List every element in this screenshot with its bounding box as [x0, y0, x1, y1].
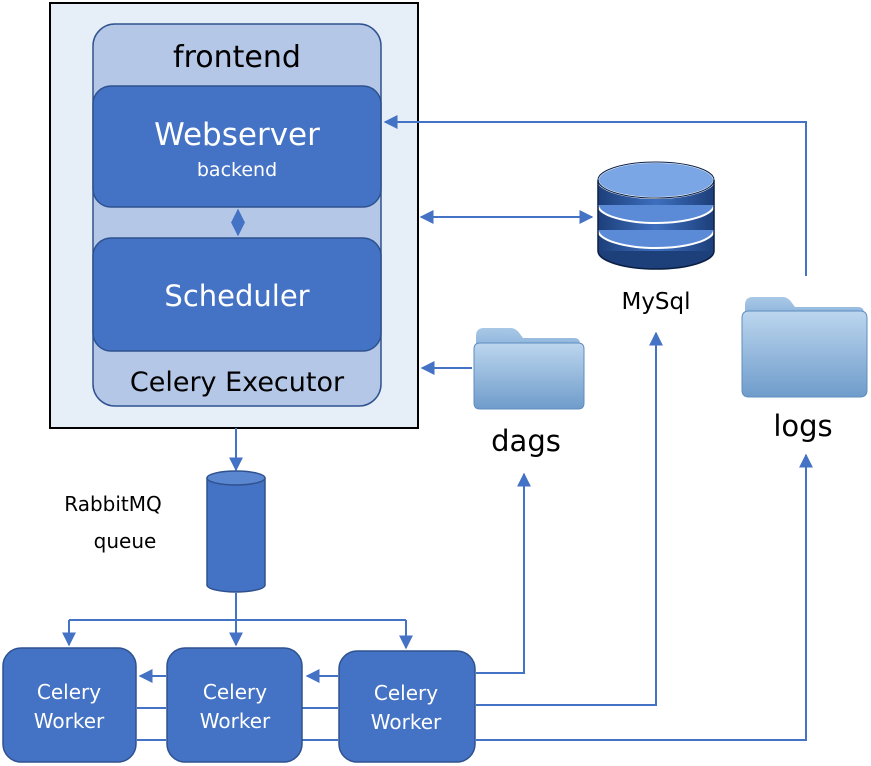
worker-interconnect-lines: [137, 669, 338, 741]
worker-label-line2: Worker: [371, 710, 442, 734]
webserver-box: [92, 85, 382, 208]
worker-label-line2: Worker: [200, 709, 271, 733]
scheduler-box: [92, 237, 382, 352]
airflow-panel: frontend Webserver backend Scheduler Cel…: [49, 2, 419, 429]
logs-webserver-arrow: [383, 115, 807, 276]
database-icon: [597, 161, 715, 270]
worker-label-line1: Celery: [374, 681, 438, 705]
queue-label-line1: RabbitMQ: [64, 492, 162, 516]
frontend-label: frontend: [173, 40, 301, 75]
worker-label-line1: Celery: [203, 680, 267, 704]
celery-executor-label: Celery Executor: [130, 367, 345, 398]
celery-worker-1: Celery Worker: [2, 647, 137, 763]
celery-worker-2: Celery Worker: [166, 647, 303, 763]
webserver-sub-label: backend: [197, 159, 277, 181]
workers-logs-arrow: [476, 453, 813, 741]
workers-dags-arrow: [476, 472, 531, 674]
queue-workers-arrows: [62, 593, 413, 650]
worker-label-line1: Celery: [37, 680, 101, 704]
webserver-label: Webserver: [154, 117, 320, 153]
queue-label-line2: queue: [94, 529, 157, 553]
logs-folder-icon: [741, 297, 868, 398]
logs-label: logs: [773, 409, 832, 443]
dags-folder-icon: [473, 328, 585, 410]
mysql-label: MySql: [621, 289, 690, 315]
celery-worker-3: Celery Worker: [338, 650, 476, 763]
worker-label-line2: Worker: [34, 709, 105, 733]
workers-mysql-arrow: [476, 331, 663, 706]
scheduler-label: Scheduler: [164, 279, 309, 313]
queue-cylinder-icon: [206, 470, 266, 593]
dags-label: dags: [491, 424, 561, 458]
